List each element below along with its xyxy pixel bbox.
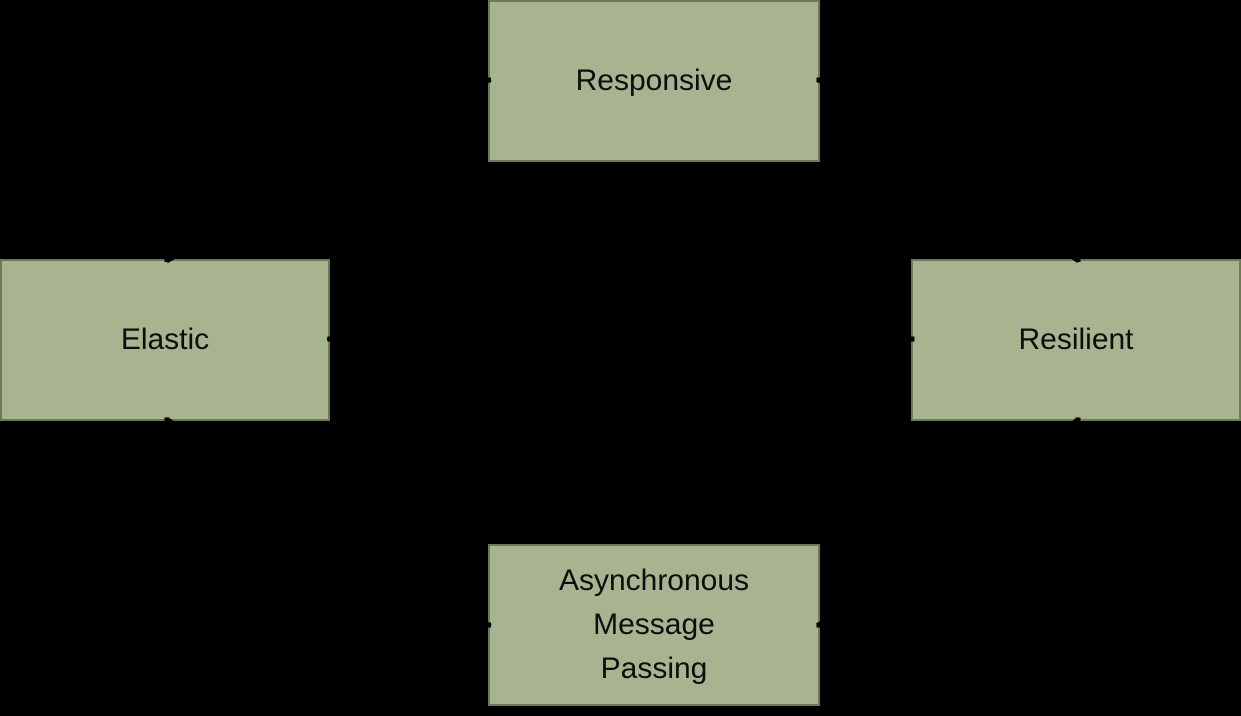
node-message-passing-label-line3: Passing xyxy=(600,652,708,685)
node-message-passing: Asynchronous Message Passing xyxy=(488,544,820,706)
node-elastic: Elastic xyxy=(0,259,330,421)
edge-message-resilient xyxy=(816,417,1079,626)
node-responsive: Responsive xyxy=(488,0,820,162)
node-resilient: Resilient xyxy=(911,259,1241,421)
node-elastic-label: Elastic xyxy=(120,323,210,356)
node-message-passing-label-line1: Asynchronous xyxy=(558,564,750,597)
node-responsive-label: Responsive xyxy=(575,64,733,97)
node-message-passing-label-line2: Message xyxy=(593,608,715,641)
edge-elastic-responsive xyxy=(166,78,492,264)
edge-resilient-responsive xyxy=(816,78,1079,264)
node-resilient-label: Resilient xyxy=(1018,323,1134,356)
edge-message-elastic xyxy=(166,416,492,627)
